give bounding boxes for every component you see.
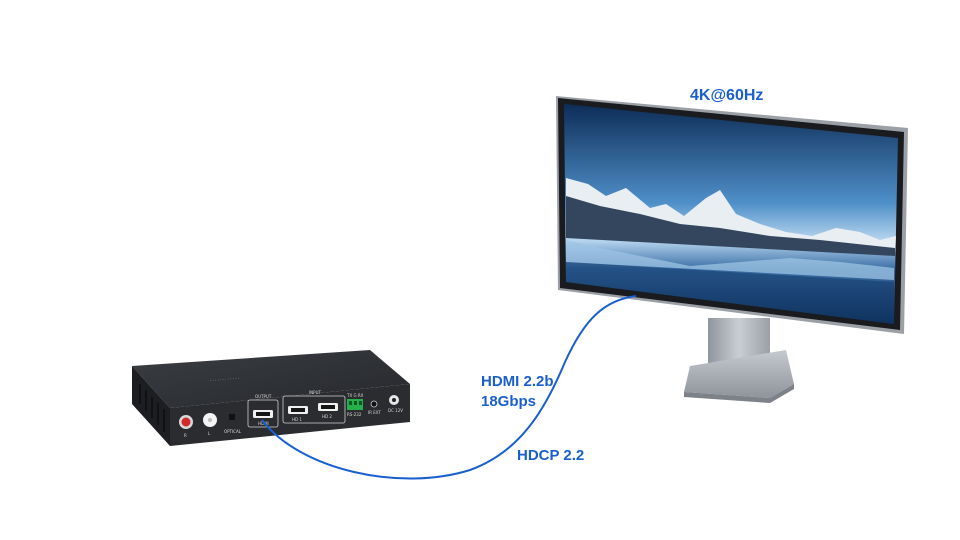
monitor [556, 96, 908, 403]
dc-label: DC 12V [388, 408, 403, 413]
ir-ext-port [370, 400, 378, 408]
svg-text:· · · · · · · · · · · ·: · · · · · · · · · · · · [210, 375, 240, 383]
optical-label: OPTICAL [224, 429, 242, 434]
audio-l-label: L [208, 431, 211, 436]
hdcp-label: HDCP 2.2 [517, 447, 585, 464]
ir-ext-label: IR EXT [368, 410, 381, 415]
hdmi-cable [261, 295, 637, 480]
lake-reflection [566, 240, 894, 280]
device-top [132, 350, 410, 408]
hdmi-in-1-label: HD 1 [292, 417, 302, 422]
hdmi-in-2-label: HD 2 [322, 414, 332, 419]
hdmi-out-label: HDMI [258, 421, 269, 426]
hdmi-switch-device: · · · · · · · · · · · · R L OPTICAL OUTP… [132, 350, 410, 446]
output-label: OUTPUT [255, 394, 272, 399]
input-label: INPUT [309, 390, 322, 395]
vent-slots [139, 384, 165, 432]
monitor-screen [564, 104, 898, 324]
resolution-label: 4K@60Hz [690, 87, 764, 104]
audio-r-label: R [184, 433, 187, 438]
rs232-label: RS-232 [347, 412, 362, 417]
hdmi-spec-label: HDMI 2.2b 18Gbps [481, 372, 554, 412]
monitor-stand-base [684, 350, 794, 398]
bandwidth-label: 18Gbps [481, 393, 537, 410]
hdmi-version-label: HDMI 2.2b [481, 373, 554, 390]
serial-label: TX G RX [346, 393, 364, 398]
optical-port [229, 414, 235, 420]
